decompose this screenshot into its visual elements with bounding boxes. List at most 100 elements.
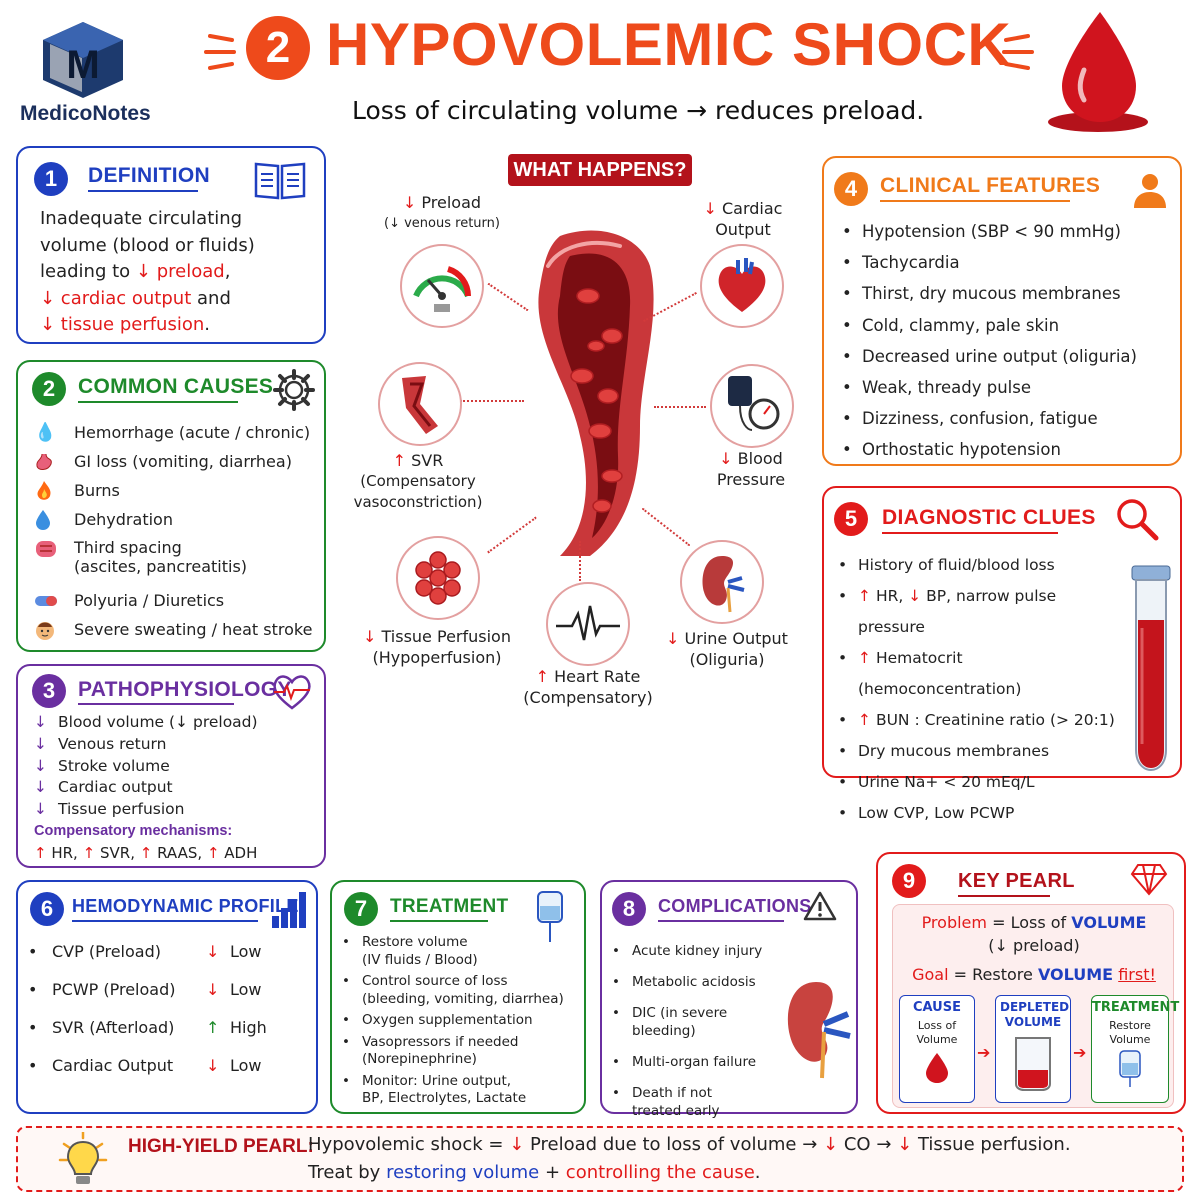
iv-bag-icon <box>1119 1050 1141 1087</box>
brand-name: MedicoNotes <box>20 102 151 125</box>
patho-title: PATHOPHYSIOLOGY <box>78 678 292 701</box>
blood-vessel-illustration <box>520 226 670 566</box>
definition-card: 1 DEFINITION Inadequate circulating volu… <box>16 146 326 344</box>
heartbeat-icon <box>270 672 314 712</box>
blood-drop-icon <box>926 1053 948 1083</box>
ecg-icon <box>546 582 630 666</box>
clinical-item: Tachycardia <box>838 247 1137 278</box>
what-happens-banner: WHAT HAPPENS? <box>508 154 692 186</box>
clinical-item: Dizziness, confusion, fatigue <box>838 403 1137 434</box>
treatment-item: Control source of loss(bleeding, vomitin… <box>338 973 578 1008</box>
diagnostic-number: 5 <box>834 502 868 536</box>
title-deco-right <box>996 22 1036 82</box>
clinical-number: 4 <box>834 172 868 206</box>
hemo-row: •Cardiac Output↓Low <box>28 1056 262 1075</box>
pearl-inner: Problem = Loss of VOLUME (↓ preload) Goa… <box>892 904 1179 1108</box>
preload-label: ↓ Preload (↓ venous return) <box>384 193 500 231</box>
blood-test-tube-icon <box>1128 564 1174 774</box>
diagnostic-title: DIAGNOSTIC CLUES <box>882 506 1096 529</box>
bp-label: ↓ Blood Pressure <box>716 449 786 489</box>
tissue-perfusion-label: ↓ Tissue Perfusion (Hypoperfusion) <box>363 627 511 667</box>
svg-text:M: M <box>66 43 99 87</box>
hemo-title: HEMODYNAMIC PROFILE <box>72 896 299 916</box>
kidney-complication-icon <box>776 974 856 1084</box>
treatment-item: Oxygen supplementation <box>338 1012 578 1030</box>
clinical-item: Thirst, dry mucous membranes <box>838 278 1137 309</box>
treatment-number: 7 <box>344 892 378 926</box>
magnifier-icon <box>1114 496 1160 542</box>
footer-line1: Hypovolemic shock = ↓ Preload due to los… <box>308 1134 1071 1155</box>
pearl-number: 9 <box>892 864 926 898</box>
patho-number: 3 <box>32 674 66 708</box>
clinical-title: CLINICAL FEATURES <box>880 174 1101 197</box>
cause-item: Burns <box>34 476 324 505</box>
complication-item: Multi-organ failure <box>608 1053 788 1071</box>
patho-item: ↓Blood volume (↓ preload) <box>34 713 258 731</box>
treatment-item: Monitor: Urine output,BP, Electrolytes, … <box>338 1073 578 1108</box>
clinical-item: Decreased urine output (oliguria) <box>838 341 1137 372</box>
flow-cause: CAUSE Loss of Volume <box>899 995 975 1103</box>
bar-chart-icon <box>270 890 308 930</box>
definition-title: DEFINITION <box>88 164 210 187</box>
page-title: HYPOVOLEMIC SHOCK <box>326 11 1012 78</box>
svr-label: ↑ SVR (Compensatory vasoconstriction) <box>353 451 483 511</box>
causes-card: 2 COMMON CAUSES 💧Hemorrhage (acute / chr… <box>16 360 326 652</box>
heart-icon <box>700 244 784 328</box>
clinical-card: 4 CLINICAL FEATURES Hypotension (SBP < 9… <box>822 156 1182 466</box>
complications-number: 8 <box>612 892 646 926</box>
definition-number: 1 <box>34 162 68 196</box>
kidney-icon <box>680 540 764 624</box>
person-icon <box>1130 170 1170 210</box>
patho-item: ↓Cardiac output <box>34 778 173 797</box>
artery-icon <box>378 362 462 446</box>
clinical-item: Weak, thready pulse <box>838 372 1137 403</box>
heart-rate-label: ↑ Heart Rate (Compensatory) <box>523 667 653 707</box>
footer-line2: Treat by restoring volume + controlling … <box>308 1162 761 1183</box>
pearl-card: 9 KEY PEARL Problem = Loss of VOLUME (↓ … <box>876 852 1186 1114</box>
comp-title: Compensatory mechanisms: <box>34 822 233 839</box>
cells-icon <box>396 536 480 620</box>
cause-item: GI loss (vomiting, diarrhea) <box>34 447 324 476</box>
patho-item: ↓Venous return <box>34 734 167 753</box>
warning-icon <box>802 890 838 922</box>
treatment-item: Restore volume(IV fluids / Blood) <box>338 934 578 969</box>
patho-card: 3 PATHOPHYSIOLOGY ↓Blood volume (↓ prelo… <box>16 664 326 868</box>
cause-item: Dehydration <box>34 505 324 534</box>
causes-number: 2 <box>32 372 66 406</box>
diagnostic-item: ↑ Hematocrit (hemoconcentration) <box>834 643 1124 705</box>
complications-title: COMPLICATIONS <box>658 896 812 916</box>
complications-card: 8 COMPLICATIONS Acute kidney injury Meta… <box>600 880 858 1119</box>
gauge-icon <box>400 244 484 328</box>
complication-item: Acute kidney injury <box>608 942 788 960</box>
hemo-card: 6 HEMODYNAMIC PROFILE •CVP (Preload)↓Low… <box>16 880 318 1114</box>
flow-depleted: DEPLETED VOLUME <box>995 995 1071 1103</box>
diagnostic-item: ↑ HR, ↓ BP, narrow pulse pressure <box>834 581 1124 643</box>
complication-item: DIC (in severe bleeding) <box>608 1004 788 1040</box>
blood-drop-icon: 💧 <box>34 422 57 443</box>
cause-item: Severe sweating / heat stroke <box>34 615 324 644</box>
iv-bag-icon <box>534 888 566 944</box>
beaker-icon <box>1015 1037 1051 1091</box>
clinical-item: Hypotension (SBP < 90 mmHg) <box>838 216 1137 247</box>
diagnostic-item: Low CVP, Low PCWP <box>834 798 1124 829</box>
clinical-item: Cold, clammy, pale skin <box>838 310 1137 341</box>
title-number-badge: 2 <box>246 16 310 80</box>
definition-text: Inadequate circulating volume (blood or … <box>40 208 255 335</box>
diamond-icon <box>1130 862 1168 896</box>
book-icon <box>252 158 308 202</box>
blood-drop-hero-icon <box>1040 8 1150 138</box>
footer-label: HIGH-YIELD PEARL: <box>128 1136 314 1157</box>
causes-title: COMMON CAUSES <box>78 375 274 398</box>
footer-pearl: HIGH-YIELD PEARL: Hypovolemic shock = ↓ … <box>16 1126 1184 1192</box>
diagnostic-item: ↑ BUN : Creatinine ratio (> 20:1) <box>834 705 1124 736</box>
diagnostic-item: Urine Na+ < 20 mEq/L <box>834 767 1124 798</box>
cardiac-output-label: ↓ Cardiac Output <box>703 199 783 239</box>
flow-treatment: TREATMENT Restore Volume <box>1091 995 1179 1103</box>
title-deco-left <box>202 22 242 82</box>
hemo-row: •CVP (Preload)↓Low <box>28 942 262 961</box>
hemo-number: 6 <box>30 892 64 926</box>
water-drop-icon <box>34 509 74 531</box>
brand-logo: M <box>38 20 128 100</box>
cause-item: Third spacing(ascites, pancreatitis) <box>34 534 324 586</box>
